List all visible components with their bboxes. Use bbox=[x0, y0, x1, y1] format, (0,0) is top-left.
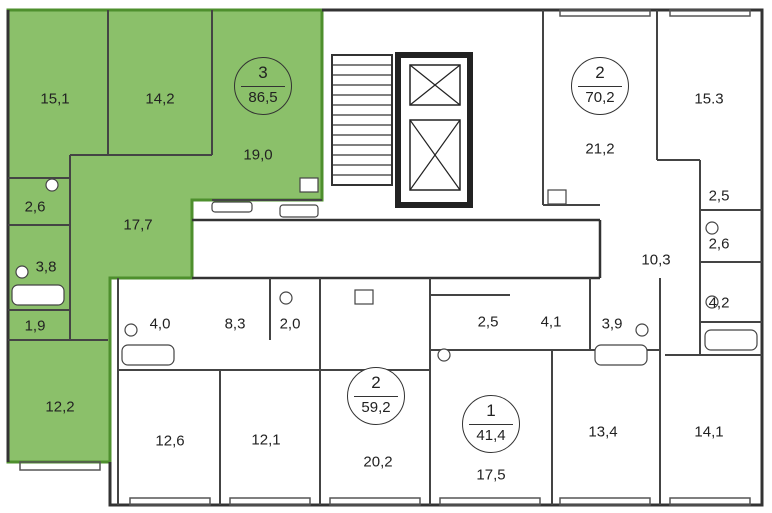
room-area-label: 2,5 bbox=[477, 313, 499, 331]
room-area-label: 21,2 bbox=[585, 140, 615, 158]
room-area-label: 12,2 bbox=[45, 398, 75, 416]
room-area-label: 12,6 bbox=[155, 432, 185, 450]
room-area-label: 19,0 bbox=[243, 146, 273, 164]
apartment-area: 41,4 bbox=[476, 427, 506, 444]
badge-divider bbox=[354, 396, 398, 397]
apartment-badge-2-bottom: 2 59,2 bbox=[347, 367, 405, 425]
apartment-area: 59,2 bbox=[361, 399, 391, 416]
bathtubs bbox=[11, 201, 758, 366]
staircase bbox=[331, 54, 393, 186]
room-area-label: 4,2 bbox=[708, 294, 730, 312]
room-area-label: 8,3 bbox=[224, 315, 246, 333]
badge-divider bbox=[578, 86, 622, 87]
elevators bbox=[395, 52, 473, 208]
room-area-label: 15.3 bbox=[694, 90, 724, 108]
apartment-rooms: 2 bbox=[595, 63, 605, 82]
room-area-label: 13,4 bbox=[588, 423, 618, 441]
apartment-rooms: 1 bbox=[486, 401, 496, 420]
windows bbox=[19, 9, 751, 506]
room-area-label: 2,6 bbox=[24, 198, 46, 216]
apartment-badge-2-top: 2 70,2 bbox=[571, 57, 629, 115]
room-area-label: 4,1 bbox=[540, 313, 562, 331]
room-area-label: 3,9 bbox=[601, 315, 623, 333]
room-area-label: 2,6 bbox=[708, 235, 730, 253]
room-area-label: 4,0 bbox=[149, 315, 171, 333]
room-area-label: 20,2 bbox=[363, 453, 393, 471]
apartment-area: 86,5 bbox=[248, 89, 278, 106]
room-area-label: 17,7 bbox=[123, 216, 153, 234]
room-area-label: 14,2 bbox=[145, 90, 175, 108]
room-area-label: 15,1 bbox=[40, 90, 70, 108]
room-area-label: 3,8 bbox=[35, 258, 57, 276]
apartment-badge-3: 3 86,5 bbox=[234, 57, 292, 115]
apartment-badge-1: 1 41,4 bbox=[462, 395, 520, 453]
room-area-label: 2,0 bbox=[279, 315, 301, 333]
room-area-label: 10,3 bbox=[641, 251, 671, 269]
room-area-label: 14,1 bbox=[694, 423, 724, 441]
room-area-label: 12,1 bbox=[251, 431, 281, 449]
apartment-rooms: 2 bbox=[371, 373, 381, 392]
apartment-area: 70,2 bbox=[585, 89, 615, 106]
kitchen-sinks bbox=[299, 177, 567, 305]
room-area-label: 1,9 bbox=[24, 317, 46, 335]
room-area-label: 2,5 bbox=[708, 187, 730, 205]
corridor-walls bbox=[192, 218, 602, 280]
room-area-label: 17,5 bbox=[476, 466, 506, 484]
apartment-rooms: 3 bbox=[258, 63, 268, 82]
interior-walls bbox=[8, 10, 762, 505]
badge-divider bbox=[241, 86, 285, 87]
sinks bbox=[15, 178, 719, 362]
badge-divider bbox=[469, 424, 513, 425]
